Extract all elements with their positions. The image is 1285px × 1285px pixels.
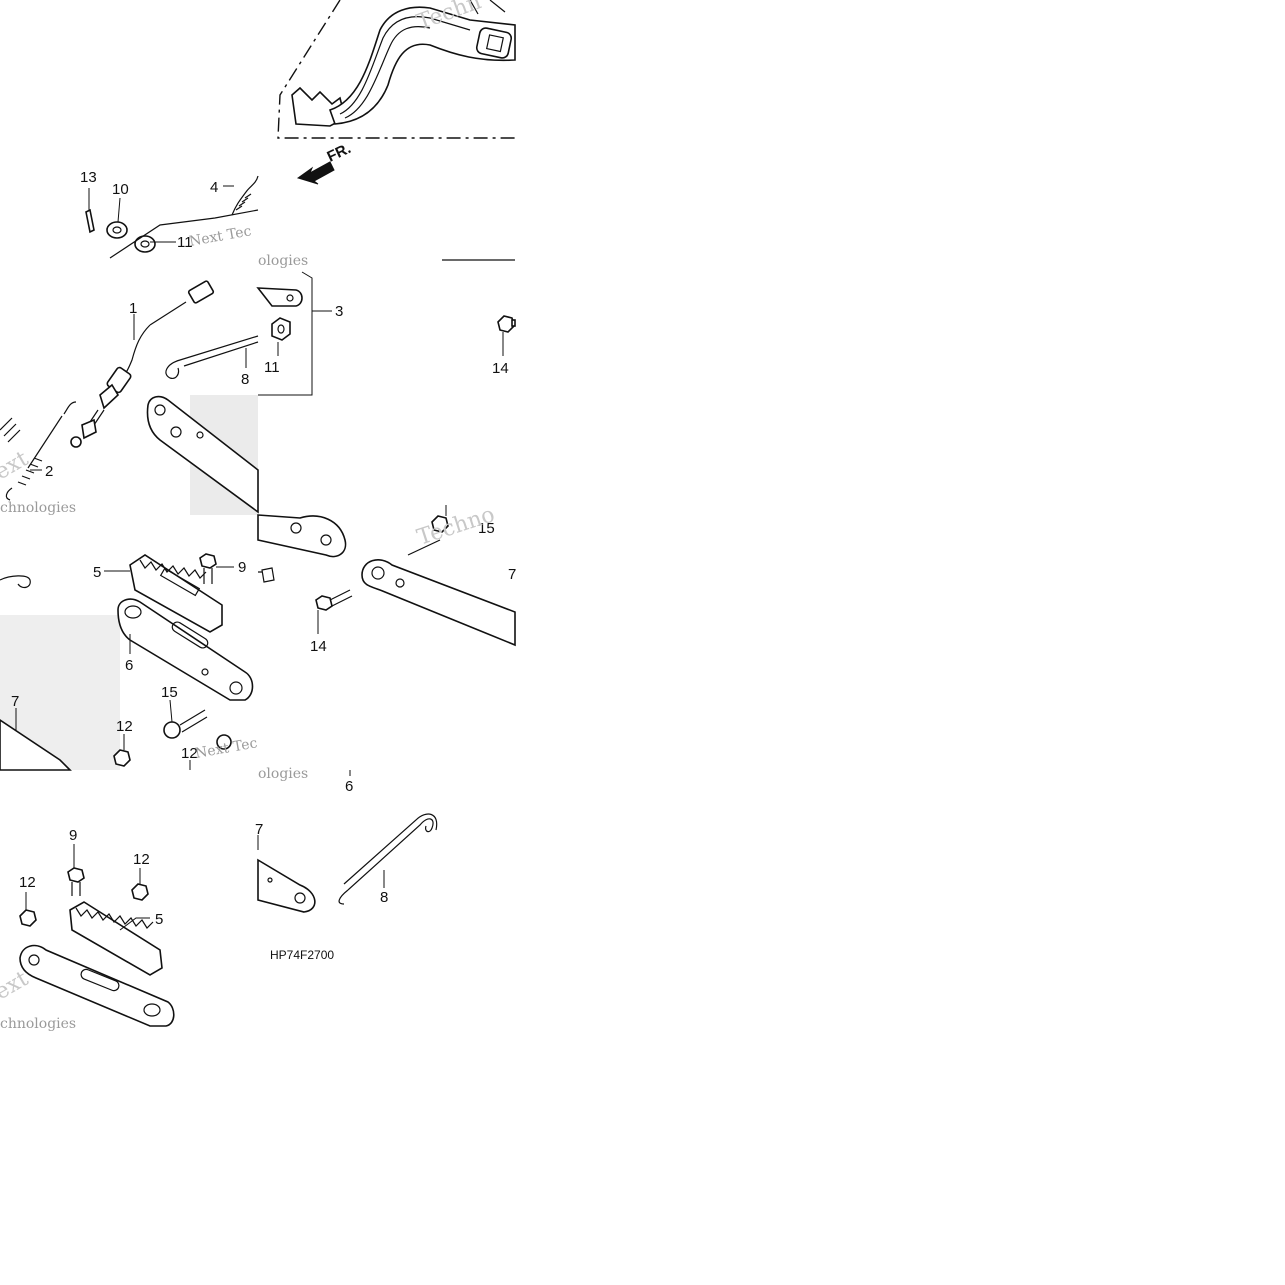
nut-12-bottom-mid-illustration: [131, 883, 149, 901]
callout-12-left: 12: [116, 718, 133, 735]
callout-7-left: 7: [11, 693, 19, 710]
callout-8-mid: 8: [241, 371, 249, 388]
frame-7-bottom-illustration: [257, 858, 316, 913]
callout-6-left: 6: [125, 657, 133, 674]
leader-lines: [15, 185, 504, 931]
callout-7-bottom: 7: [255, 821, 263, 838]
pedal-bracket-3-illustration: [256, 271, 313, 396]
nut-11-mid-illustration: [271, 317, 291, 341]
callout-7-right: 7: [508, 566, 516, 583]
bolt-15-left-illustration: [163, 709, 208, 739]
callout-1: 1: [129, 300, 137, 317]
nut-12-bottom-left-illustration: [19, 909, 37, 927]
frame-arm-mid-illustration: [146, 395, 259, 514]
callout-11-top-left: 11: [177, 234, 193, 251]
callout-2: 2: [45, 463, 53, 480]
footpeg-5-bottom-illustration: [69, 901, 163, 976]
spring-partial-left-illustration: [0, 417, 21, 443]
washer-10-illustration: [106, 221, 128, 239]
watermark-3: ologies: [258, 253, 308, 269]
watermark-4: ext: [0, 446, 33, 485]
callout-15-left: 15: [161, 684, 178, 701]
rod-8-bottom-illustration: [338, 813, 438, 905]
nut-15-right-illustration: [431, 515, 449, 533]
brake-switch-1-illustration: [70, 280, 215, 448]
pin-13-illustration: [85, 208, 95, 234]
bracket-partial-illustration: [109, 209, 259, 259]
direction-label: FR.: [325, 140, 354, 166]
callout-6-bottom: 6: [345, 778, 353, 795]
frame-7-right-illustration: [361, 539, 516, 647]
callout-14-right: 14: [310, 638, 327, 655]
callout-5-left: 5: [93, 564, 101, 581]
bolt-9-bottom-illustration: [67, 867, 85, 896]
nut-12-left-illustration: [113, 749, 131, 767]
brake-pedal-illustration: [277, 0, 516, 139]
callout-9-left: 9: [238, 559, 246, 576]
callout-15-right: 15: [478, 520, 495, 537]
frame-7-left-illustration: [0, 719, 72, 771]
callout-12-bottom-mid: 12: [133, 851, 150, 868]
front-direction-indicator: FR.: [296, 140, 354, 185]
rod-8-mid-illustration: [165, 335, 259, 379]
diagram-code: HP74F2700: [270, 948, 334, 962]
nut-11-top-illustration: [134, 235, 156, 253]
watermark-6: Techno: [414, 502, 498, 550]
nut-12-mid-illustration: [216, 734, 232, 750]
spring-2-illustration: [5, 401, 77, 501]
watermark-5: chnologies: [0, 500, 76, 516]
rod-partial-left: [0, 575, 31, 589]
footpeg-5-left-illustration: [129, 554, 223, 633]
spring-4-illustration: [231, 175, 259, 216]
callouts: 13 10 4 11 1 2 3 11 8 14 5 9 6 15 7 12 1…: [11, 169, 516, 928]
callout-14-top-right: 14: [492, 360, 509, 377]
callout-4-top-left: 4: [210, 179, 218, 196]
callout-12-mid: 12: [181, 745, 198, 762]
bolt-14-top-illustration: [497, 315, 516, 333]
watermark-10: chnologies: [0, 1016, 76, 1032]
bolt-9-left-illustration: [199, 553, 217, 584]
frame-bracket-right-illustration: [257, 514, 347, 583]
step-arm-bottom-illustration: [19, 944, 175, 1027]
callout-10-top-left: 10: [112, 181, 129, 198]
callout-5-bottom: 5: [155, 911, 163, 928]
callout-8-bottom: 8: [380, 889, 388, 906]
callout-3: 3: [335, 303, 343, 320]
callout-9-bottom: 9: [69, 827, 77, 844]
bolt-14-right-illustration: [315, 589, 353, 611]
step-arm-6-left-illustration: [117, 598, 254, 701]
watermark-8: ologies: [258, 766, 308, 782]
watermark-2: Next Tec: [188, 223, 253, 250]
callout-13-top-left: 13: [80, 169, 97, 186]
callout-11-mid: 11: [264, 359, 280, 376]
callout-12-bottom-left: 12: [19, 874, 36, 891]
